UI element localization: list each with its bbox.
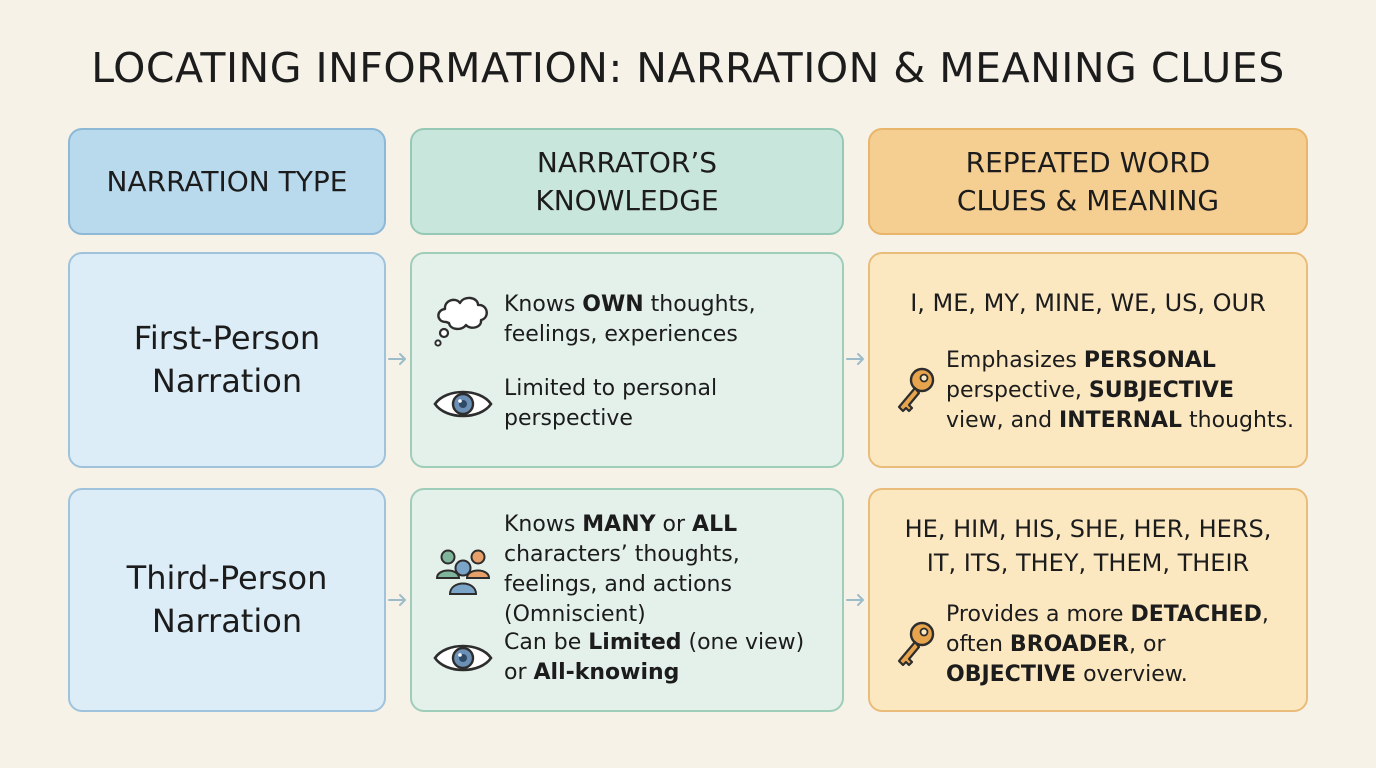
header-narrator-knowledge: NARRATOR’S KNOWLEDGE [410, 128, 844, 235]
eye-icon [430, 640, 496, 676]
knowledge-text: Can be Limited (one view) or All-knowing [504, 630, 805, 685]
people-group-icon [430, 542, 496, 598]
meaning-item: Emphasizes PERSONAL perspective, SUBJECT… [884, 346, 1298, 436]
connector-arrow [388, 353, 406, 365]
row-first-person-knowledge: Knows OWN thoughts, feelings, experience… [410, 252, 844, 468]
row-first-person-type: First-Person Narration [68, 252, 386, 468]
header-word-clues: REPEATED WORD CLUES & MEANING [868, 128, 1308, 235]
connector-arrow [846, 353, 864, 365]
knowledge-text: Knows OWN thoughts, feelings, experience… [504, 292, 756, 347]
knowledge-item: Knows OWN thoughts, feelings, experience… [430, 290, 832, 350]
pronoun-line: IT, ITS, THEY, THEM, THEIR [926, 549, 1250, 577]
header-narration-type: NARRATION TYPE [68, 128, 386, 235]
narration-type-line1: First-Person [133, 319, 321, 357]
pronoun-list: HE, HIM, HIS, SHE, HER, HERS, IT, ITS, T… [870, 512, 1306, 580]
connector-arrow [846, 594, 864, 606]
thought-bubble-icon [430, 292, 496, 348]
emphasis-text: INTERNAL [1059, 408, 1183, 433]
pronoun-list: I, ME, MY, MINE, WE, US, OUR [870, 286, 1306, 320]
emphasis-text: BROADER [1009, 632, 1129, 657]
emphasis-text: ALL [692, 512, 738, 537]
narration-type-line2: Narration [151, 362, 303, 400]
eye-icon [430, 386, 496, 422]
pronoun-line: I, ME, MY, MINE, WE, US, OUR [910, 289, 1266, 317]
meaning-text: Emphasizes PERSONAL perspective, SUBJECT… [946, 348, 1295, 433]
emphasis-text: PERSONAL [1083, 348, 1216, 373]
pronoun-line: HE, HIM, HIS, SHE, HER, HERS, [904, 515, 1272, 543]
emphasis-text: DETACHED [1130, 602, 1262, 627]
header-knowledge-line2: KNOWLEDGE [535, 183, 719, 217]
header-clues-line2: CLUES & MEANING [956, 183, 1220, 217]
header-narration-type-label: NARRATION TYPE [106, 164, 348, 198]
key-icon [884, 619, 946, 671]
knowledge-item: Can be Limited (one view) or All-knowing [430, 628, 832, 688]
knowledge-text: Knows MANY or ALL characters’ thoughts, … [504, 512, 740, 627]
page-title: LOCATING INFORMATION: NARRATION & MEANIN… [91, 44, 1285, 92]
key-icon [884, 365, 946, 417]
emphasis-text: SUBJECTIVE [1088, 378, 1234, 403]
header-clues-line1: REPEATED WORD [965, 145, 1211, 179]
emphasis-text: OBJECTIVE [946, 662, 1077, 687]
row-first-person-clues: I, ME, MY, MINE, WE, US, OUR Emphasizes … [868, 252, 1308, 468]
meaning-text: Provides a more DETACHED, often BROADER,… [946, 602, 1269, 687]
connector-arrow [388, 594, 406, 606]
header-knowledge-line1: NARRATOR’S [536, 145, 718, 179]
narration-type-line2: Narration [151, 602, 303, 640]
emphasis-text: All-knowing [533, 660, 680, 685]
row-third-person-knowledge: Knows MANY or ALL characters’ thoughts, … [410, 488, 844, 712]
knowledge-item: Knows MANY or ALL characters’ thoughts, … [430, 510, 832, 630]
meaning-item: Provides a more DETACHED, often BROADER,… [884, 600, 1298, 690]
knowledge-item: Limited to personal perspective [430, 374, 832, 434]
emphasis-text: MANY [582, 512, 656, 537]
row-third-person-type: Third-Person Narration [68, 488, 386, 712]
row-third-person-clues: HE, HIM, HIS, SHE, HER, HERS, IT, ITS, T… [868, 488, 1308, 712]
knowledge-text: Limited to personal perspective [504, 376, 718, 431]
emphasis-text: Limited [588, 630, 682, 655]
narration-type-line1: Third-Person [126, 559, 328, 597]
emphasis-text: OWN [582, 292, 644, 317]
